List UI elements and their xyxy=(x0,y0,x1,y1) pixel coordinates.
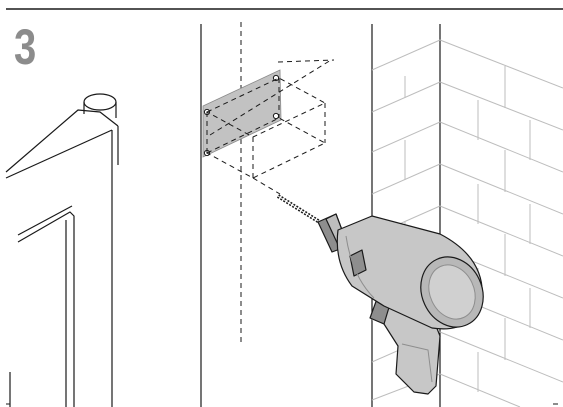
drill-bit xyxy=(276,194,328,228)
power-drill xyxy=(276,194,484,395)
cabinet-hinge-cap xyxy=(83,93,117,111)
drill-switch xyxy=(349,249,367,277)
wall-mounting-bracket xyxy=(202,69,282,158)
bracket-projection-guides xyxy=(205,59,335,195)
cabinet xyxy=(5,93,119,407)
step-number: 3 xyxy=(14,19,36,75)
